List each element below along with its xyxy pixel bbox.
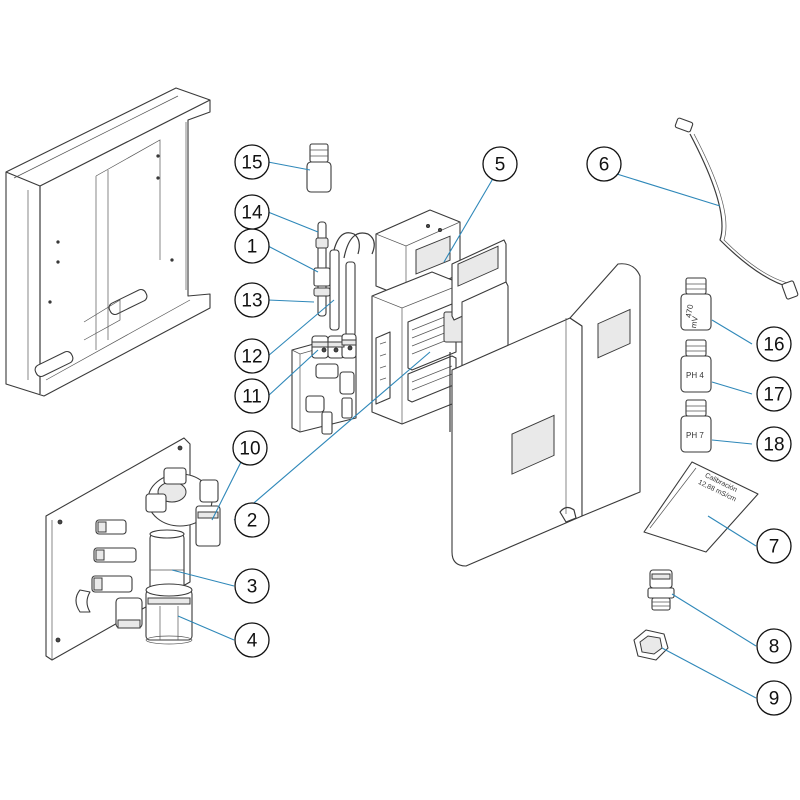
valve-panel	[45, 437, 221, 661]
callout-circle	[756, 628, 792, 664]
callout-14: 14	[234, 194, 270, 230]
callout-number: 15	[241, 153, 262, 174]
callout-4: 4	[234, 622, 270, 658]
callout-number: 13	[241, 291, 262, 312]
callout-number: 17	[763, 385, 784, 406]
callout-11: 11	[234, 378, 270, 414]
callout-number: 1	[247, 237, 258, 258]
callout-circle	[586, 146, 622, 182]
leader-lines	[171, 161, 757, 699]
back-cabinet	[5, 87, 211, 397]
fitting-8	[647, 569, 675, 611]
callout-circle	[756, 426, 792, 462]
callout-5: 5	[482, 146, 518, 182]
front-cover	[451, 263, 641, 567]
callout-circle	[234, 144, 270, 180]
callout-7: 7	[756, 528, 792, 564]
callout-number: 11	[242, 387, 262, 408]
callout-circle	[482, 146, 518, 182]
callout-number: 9	[769, 689, 780, 710]
bottle-16: 470 mV	[680, 277, 712, 331]
callout-8: 8	[756, 628, 792, 664]
callout-number: 16	[763, 335, 784, 356]
callout-number: 4	[247, 631, 258, 652]
callout-9: 9	[756, 680, 792, 716]
callout-circle	[234, 502, 270, 538]
sensor-cable	[674, 117, 799, 300]
terminal-blocks	[407, 303, 465, 403]
callout-circle	[234, 338, 270, 374]
bottle-17: PH 4	[680, 339, 712, 393]
callout-number: 7	[769, 537, 780, 558]
callout-circle	[234, 378, 270, 414]
callout-15: 15	[234, 144, 270, 180]
callout-number: 8	[769, 637, 780, 658]
bottle-18-label: PH 7	[686, 431, 704, 440]
bottle-16-label-2: mV	[689, 315, 700, 329]
bottle-16-label-1: 470	[684, 303, 695, 318]
callout-number: 12	[241, 347, 262, 368]
callout-circle	[756, 528, 792, 564]
bottle-18: PH 7	[680, 399, 712, 453]
bottle-17-label: PH 4	[686, 371, 704, 380]
calibration-sachet: Calibración 12,88 mS/cm	[643, 461, 759, 553]
callout-number: 5	[495, 155, 506, 176]
callout-number: 14	[241, 203, 263, 224]
callout-circle	[234, 194, 270, 230]
callout-number: 6	[599, 155, 610, 176]
callout-circle	[234, 568, 270, 604]
callout-circle	[756, 680, 792, 716]
callout-number: 10	[239, 439, 260, 460]
callout-12: 12	[234, 338, 270, 374]
probe-assembly	[291, 221, 375, 435]
callout-circle	[234, 622, 270, 658]
callout-1: 1	[234, 228, 270, 264]
callout-13: 13	[234, 282, 270, 318]
callout-number: 18	[763, 435, 784, 456]
callout-17: 17	[756, 376, 792, 412]
callout-10: 10	[232, 430, 268, 466]
bottle-15	[306, 143, 332, 193]
callout-circle	[756, 326, 792, 362]
callout-number: 2	[247, 511, 258, 532]
callout-circle	[232, 430, 268, 466]
callout-number: 3	[247, 577, 258, 598]
callout-2: 2	[234, 502, 270, 538]
cap-9	[633, 629, 669, 661]
callout-circle	[756, 376, 792, 412]
callout-16: 16	[756, 326, 792, 362]
callout-18: 18	[756, 426, 792, 462]
callout-circle	[234, 282, 270, 318]
callout-6: 6	[586, 146, 622, 182]
callout-3: 3	[234, 568, 270, 604]
